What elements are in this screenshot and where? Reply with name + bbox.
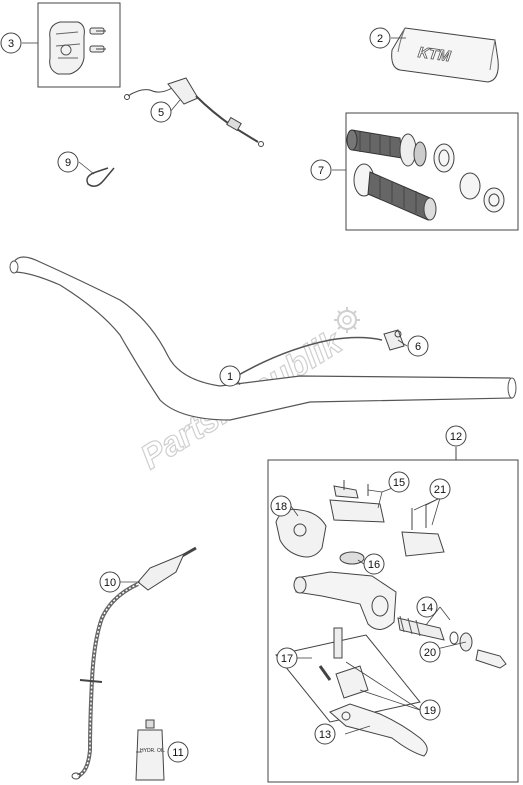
callout-20: 20	[419, 641, 441, 663]
callout-13: 13	[314, 723, 336, 745]
svg-text:14: 14	[421, 602, 433, 614]
part-11-hydraulic-oil-bottle: HYDR. OIL	[135, 719, 165, 781]
svg-text:6: 6	[415, 341, 421, 353]
callout-19: 19	[419, 699, 441, 721]
part-10-brake-line	[71, 546, 197, 780]
svg-text:1: 1	[227, 371, 233, 383]
callout-21: 21	[429, 478, 451, 500]
callout-5: 5	[150, 101, 172, 123]
svg-text:12: 12	[450, 431, 462, 443]
callout-11: 11	[167, 741, 189, 763]
svg-text:11: 11	[172, 747, 183, 759]
svg-text:7: 7	[318, 165, 324, 177]
svg-text:21: 21	[434, 484, 446, 496]
callout-9: 9	[57, 151, 79, 173]
svg-text:17: 17	[281, 653, 293, 665]
svg-text:2: 2	[377, 33, 383, 45]
part-1-handlebar	[9, 256, 517, 421]
callout-3: 3	[0, 32, 22, 54]
svg-text:10: 10	[104, 577, 116, 589]
callout-18: 18	[270, 495, 292, 517]
callout-7: 7	[310, 159, 332, 181]
part-3-throttle-housing	[37, 2, 121, 88]
svg-text:3: 3	[8, 38, 14, 50]
svg-text:20: 20	[424, 647, 436, 659]
callouts: 3 2 5 9 7 6 1 12	[0, 27, 467, 763]
callout-17: 17	[276, 647, 298, 669]
callout-10: 10	[99, 571, 121, 593]
callout-12: 12	[445, 425, 467, 447]
part-7-grips-set	[345, 112, 519, 231]
svg-text:5: 5	[158, 107, 164, 119]
pad-brand-logo: KTM	[417, 44, 452, 65]
svg-text:15: 15	[393, 477, 405, 489]
svg-text:9: 9	[65, 157, 71, 169]
part-12-brake-master-cylinder-box	[267, 447, 519, 783]
svg-text:13: 13	[319, 729, 331, 741]
part-2-bar-pad: KTM	[391, 27, 499, 83]
callout-14: 14	[416, 596, 438, 618]
oil-bottle-label: HYDR. OIL	[140, 748, 165, 754]
callout-15: 15	[388, 471, 410, 493]
watermark-gear-icon	[334, 307, 360, 333]
svg-text:19: 19	[424, 705, 436, 717]
svg-text:18: 18	[275, 501, 287, 513]
callout-2: 2	[369, 27, 391, 49]
svg-text:16: 16	[368, 559, 380, 571]
part-9-cable-tie	[86, 167, 115, 187]
callout-1: 1	[219, 365, 241, 387]
callout-16: 16	[363, 553, 385, 575]
part-5-throttle-cable	[124, 77, 264, 147]
leader-lines	[22, 37, 467, 753]
callout-6: 6	[407, 335, 429, 357]
part-6-wiring	[229, 329, 405, 381]
